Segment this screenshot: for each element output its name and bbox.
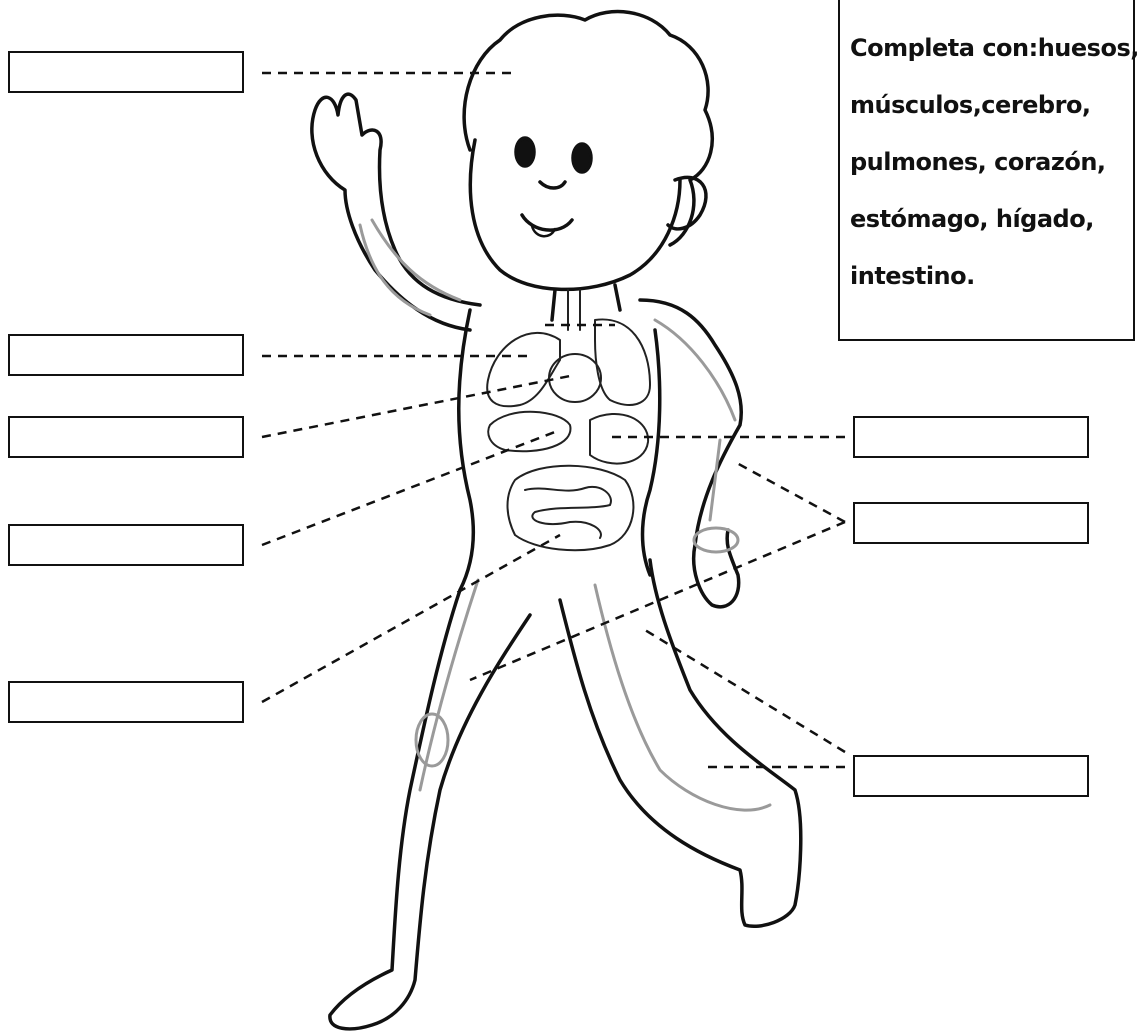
stomach bbox=[590, 414, 648, 464]
connector-thigh bbox=[645, 630, 845, 752]
liver bbox=[488, 412, 570, 451]
answer-box-muscles[interactable] bbox=[853, 755, 1089, 797]
right-leg bbox=[560, 560, 801, 926]
nose bbox=[540, 182, 565, 188]
instructions-line: Completa con:huesos, bbox=[850, 20, 1133, 77]
connector-arm bbox=[735, 462, 845, 522]
answer-box-arm[interactable] bbox=[853, 502, 1089, 544]
instructions-line: pulmones, corazón, bbox=[850, 134, 1133, 191]
right-eye bbox=[573, 144, 591, 172]
left-eye bbox=[516, 138, 534, 166]
answer-box-bones[interactable] bbox=[8, 681, 244, 723]
answer-box-intestine[interactable] bbox=[8, 524, 244, 566]
connector-left-leg bbox=[262, 535, 560, 702]
connector-intestine bbox=[262, 430, 560, 545]
left-lung bbox=[487, 333, 560, 406]
heart bbox=[549, 354, 601, 402]
answer-box-lungs[interactable] bbox=[8, 334, 244, 376]
left-leg bbox=[330, 590, 530, 1029]
connector-heart bbox=[262, 375, 575, 437]
answer-box-heart[interactable] bbox=[8, 416, 244, 458]
right-lung bbox=[595, 319, 650, 405]
instructions-box: Completa con:huesos, músculos,cerebro, p… bbox=[838, 0, 1135, 341]
answer-box-stomach[interactable] bbox=[853, 416, 1089, 458]
mouth bbox=[522, 215, 572, 230]
answer-box-brain[interactable] bbox=[8, 51, 244, 93]
instructions-line: músculos,cerebro, bbox=[850, 77, 1133, 134]
instructions-line: intestino. bbox=[850, 248, 1133, 305]
instructions-line: estómago, hígado, bbox=[850, 191, 1133, 248]
